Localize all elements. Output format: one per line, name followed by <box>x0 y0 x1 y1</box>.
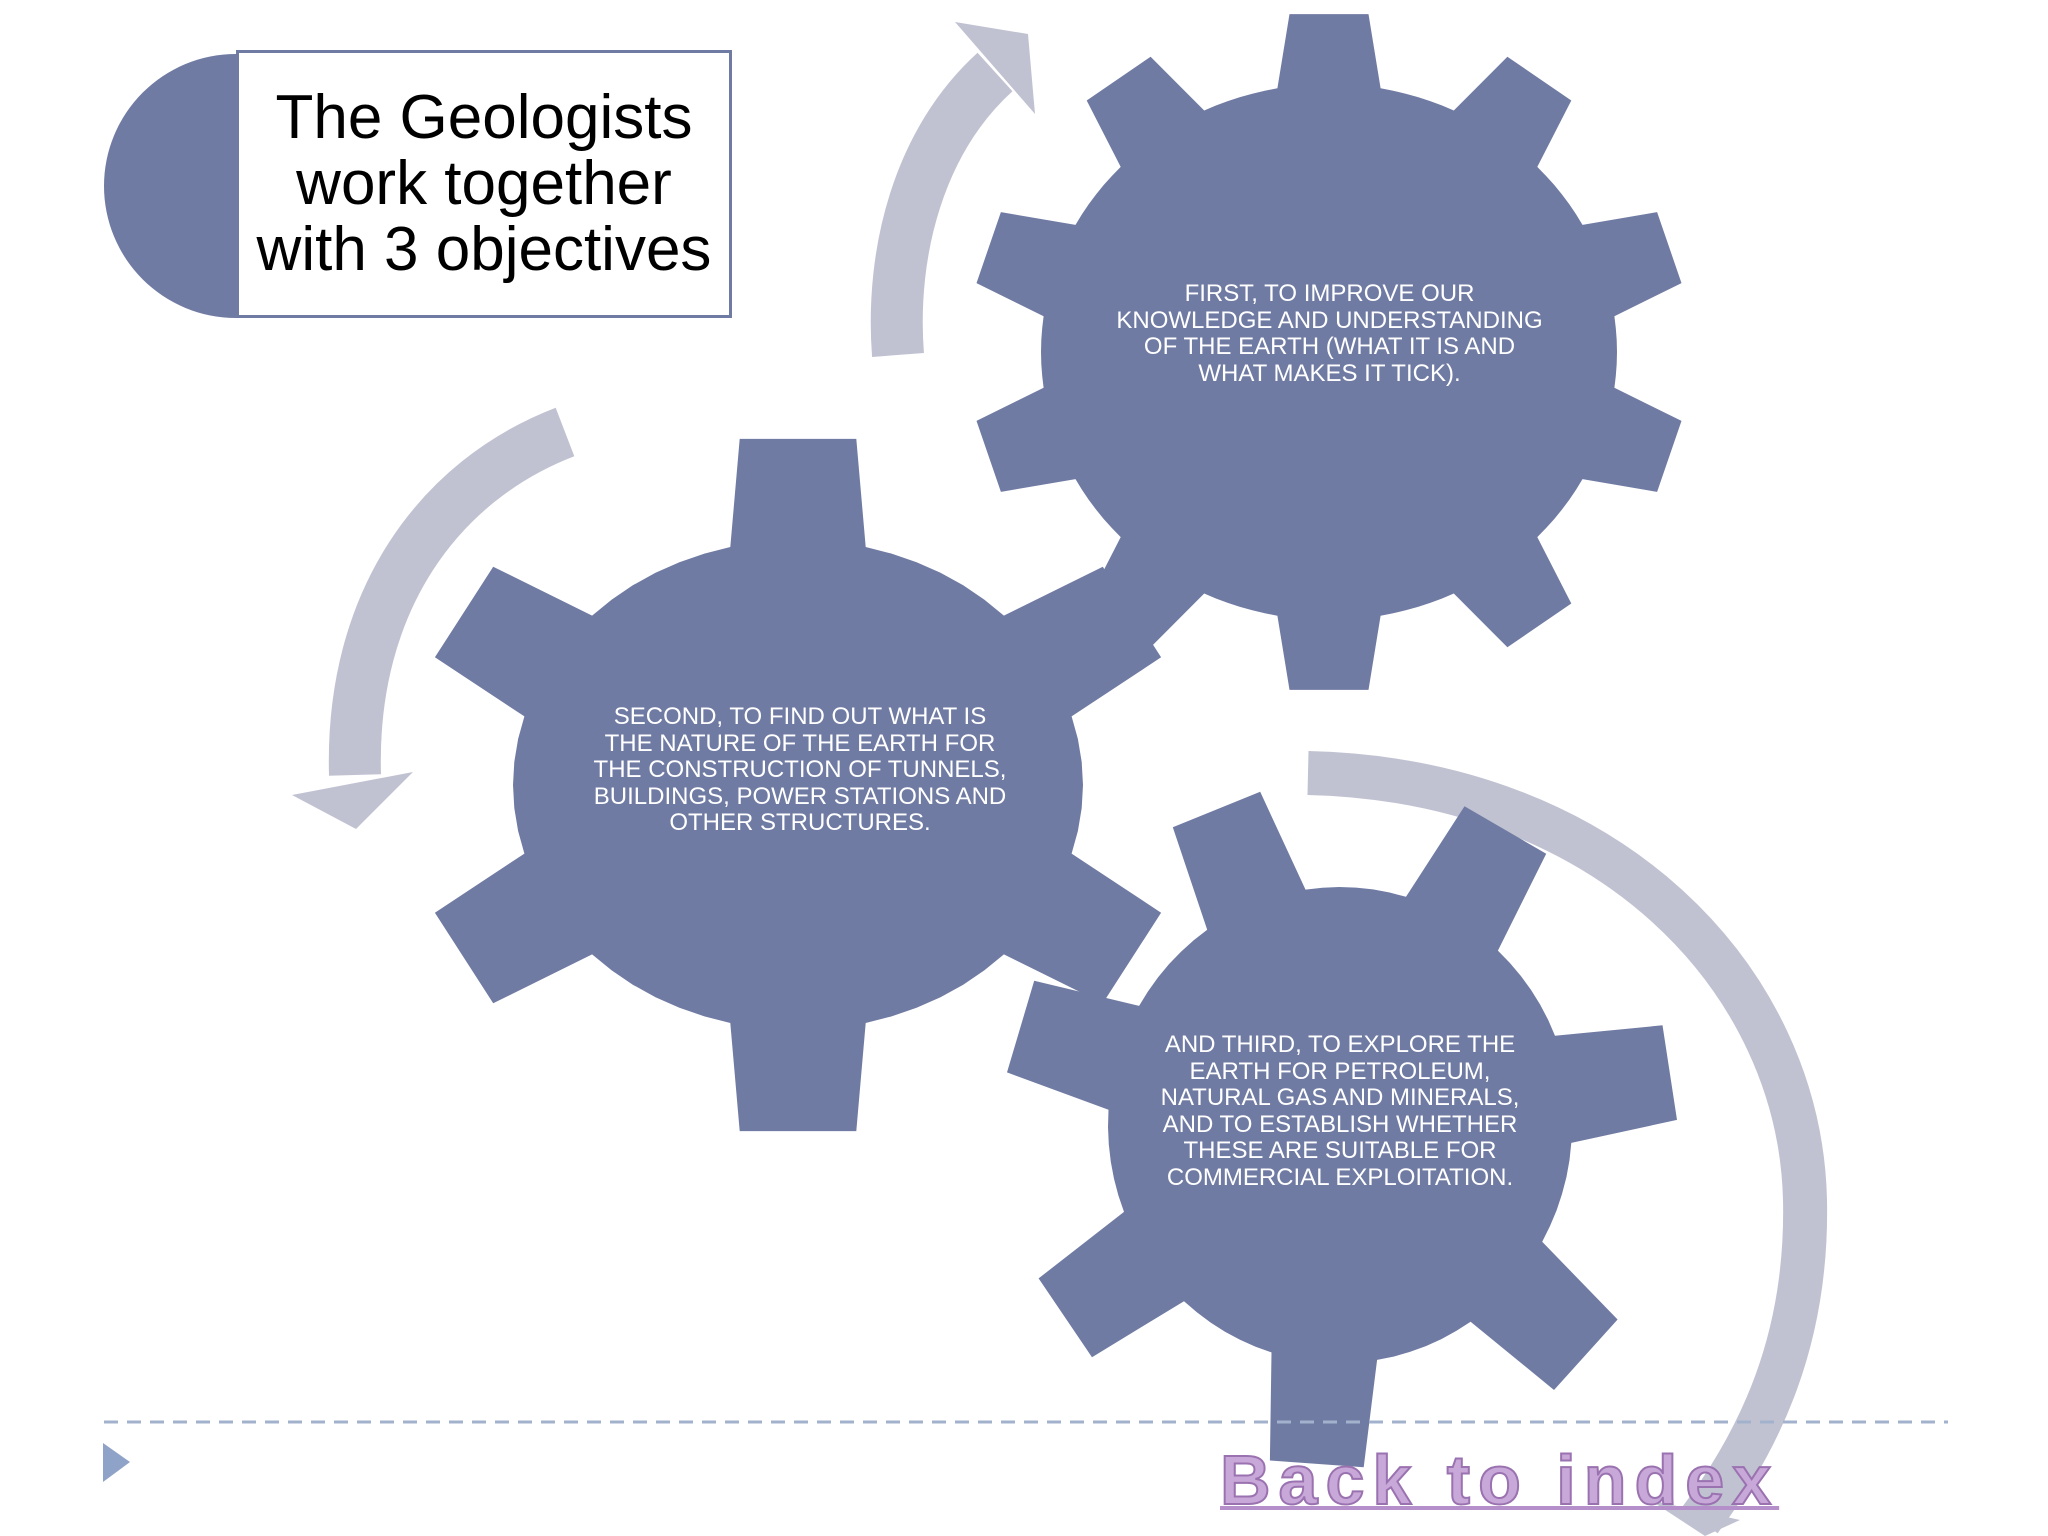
arrow-to-gear-3-shaft <box>1307 751 1828 1534</box>
arrow-to-gear-1-shaft <box>870 52 1013 357</box>
gears <box>434 14 1682 1468</box>
gear-1 <box>976 14 1682 690</box>
title-box: The Geologists work together with 3 obje… <box>236 50 732 318</box>
play-triangle-icon[interactable] <box>103 1443 130 1482</box>
arrow-to-gear-3-head <box>1650 1500 1740 1536</box>
objective-2-text: SECOND, TO FIND OUT WHAT IS THE NATURE O… <box>593 703 1007 836</box>
gear-3 <box>1007 791 1677 1468</box>
title-accent-semicircle <box>104 54 236 318</box>
gear-2 <box>434 438 1162 1132</box>
page-title: The Geologists work together with 3 obje… <box>256 83 712 284</box>
arrow-to-gear-2-head <box>292 772 413 829</box>
objective-3-text: AND THIRD, TO EXPLORE THE EARTH FOR PETR… <box>1160 1031 1520 1191</box>
cycle-arrows <box>292 22 1828 1536</box>
arrow-to-gear-2-shaft <box>328 407 575 776</box>
arrow-to-gear-1-head <box>955 22 1035 114</box>
back-to-index-link[interactable]: Back to index <box>1219 1440 1780 1520</box>
objective-1-text: FIRST, TO IMPROVE OUR KNOWLEDGE AND UNDE… <box>1116 280 1543 387</box>
